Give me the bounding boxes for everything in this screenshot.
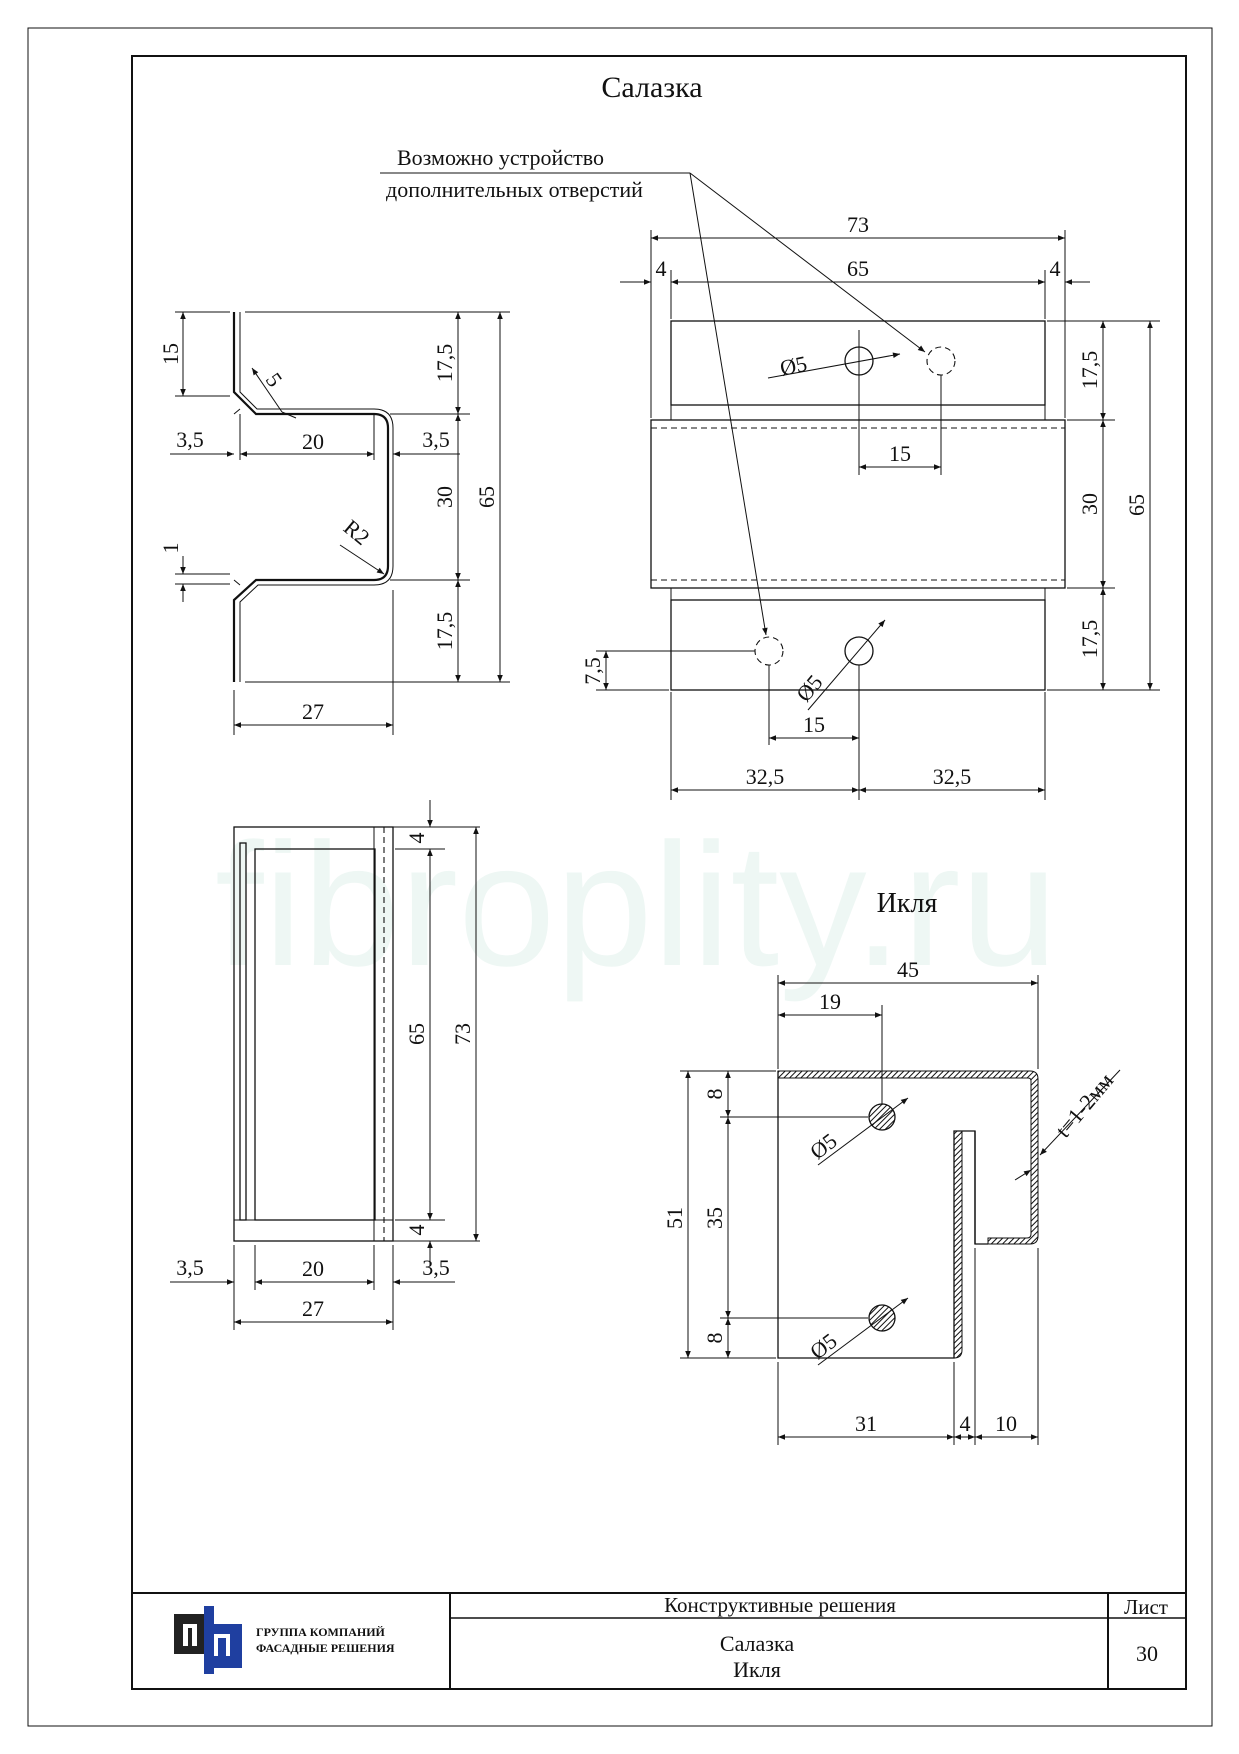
dim-iklya-8-top: 8 [702, 1089, 727, 1100]
inner-frame [131, 55, 1187, 1690]
sheet-number: 30 [1136, 1641, 1158, 1666]
dim-iklya-19: 19 [819, 989, 841, 1014]
dim-side-15: 15 [158, 343, 183, 365]
section-title: Конструктивные решения [664, 1593, 896, 1617]
dim-top-73: 73 [450, 1023, 475, 1045]
dim-side-3-5-left: 3,5 [176, 427, 204, 452]
dim-front-7-5: 7,5 [580, 657, 605, 685]
dim-top-65: 65 [404, 1023, 429, 1045]
dim-top-4-top: 4 [404, 833, 429, 844]
iklya-thickness [777, 1070, 1039, 1245]
dim-iklya-thickness: t=1-2мм [1050, 1068, 1118, 1142]
dim-top-3-5-right: 3,5 [422, 1255, 450, 1280]
dim-front-65-v: 65 [1124, 494, 1149, 516]
title-block: ГРУППА КОМПАНИЙ ФАСАДНЫЕ РЕШЕНИЯ Констру… [132, 1592, 1186, 1689]
dim-front-30: 30 [1077, 493, 1102, 515]
dim-iklya-31: 31 [855, 1411, 877, 1436]
iklya-hole-bottom [868, 1304, 896, 1332]
outer-frame [27, 27, 1213, 1727]
dim-front-4-right: 4 [1050, 256, 1061, 281]
watermark: fibroplity.ru [215, 808, 1058, 1003]
dim-iklya-8-bot: 8 [702, 1333, 727, 1344]
dim-side-r2: R2 [339, 514, 375, 550]
iklya-title: Икля [877, 888, 938, 919]
dim-front-65: 65 [847, 256, 869, 281]
dim-iklya-10: 10 [995, 1411, 1017, 1436]
dim-front-32-5-right: 32,5 [933, 764, 972, 789]
salazka-top-view: 4 65 73 4 3,5 20 3,5 27 [170, 800, 480, 1330]
dim-top-20: 20 [302, 1256, 324, 1281]
company-name-line1: ГРУППА КОМПАНИЙ [256, 1625, 386, 1639]
dim-iklya-45: 45 [897, 957, 919, 982]
dim-side-27: 27 [302, 699, 324, 724]
dim-iklya-d5-top: Ø5 [805, 1128, 842, 1164]
dim-side-3-5-right: 3,5 [422, 427, 450, 452]
iklya-slot-wall [953, 1130, 963, 1359]
dim-iklya-d5-bot: Ø5 [805, 1328, 842, 1364]
callout-line2: дополнительных отверстий [386, 177, 643, 202]
salazka-side-view: 15 5 3,5 20 3,5 R2 1 17,5 30 17,5 65 27 [158, 311, 510, 735]
hole-top-optional [926, 346, 956, 376]
callout-line1: Возможно устройство [397, 145, 604, 170]
dim-front-d5-bot: Ø5 [791, 670, 827, 707]
dim-front-15-top: 15 [889, 441, 911, 466]
dim-iklya-51: 51 [662, 1207, 687, 1229]
dim-side-20: 20 [302, 429, 324, 454]
dim-top-4-bot: 4 [404, 1225, 429, 1236]
dim-front-4-left: 4 [656, 256, 667, 281]
dim-front-17-5-top: 17,5 [1077, 351, 1102, 390]
page-title: Салазка [601, 71, 702, 104]
dim-side-65: 65 [474, 486, 499, 508]
dim-top-27: 27 [302, 1296, 324, 1321]
drawing-name-line1: Салазка [720, 1631, 794, 1656]
dim-iklya-35: 35 [702, 1207, 727, 1229]
dim-side-1: 1 [158, 543, 183, 554]
dim-front-17-5-bot: 17,5 [1077, 620, 1102, 659]
dim-front-15-bot: 15 [803, 712, 825, 737]
dim-front-d5-top: Ø5 [778, 351, 810, 381]
company-logo [174, 1606, 242, 1674]
dim-top-3-5-left: 3,5 [176, 1255, 204, 1280]
drawing-name-line2: Икля [733, 1657, 781, 1682]
dim-front-32-5-left: 32,5 [746, 764, 785, 789]
dim-side-30: 30 [432, 486, 457, 508]
sheet-label: Лист [1124, 1595, 1168, 1619]
company-name-line2: ФАСАДНЫЕ РЕШЕНИЯ [256, 1641, 395, 1655]
hole-bottom-optional [754, 636, 784, 666]
callout-additional-holes: Возможно устройство дополнительных отвер… [380, 145, 926, 636]
salazka-front-view: 73 4 65 4 Ø5 15 17,5 30 17,5 65 7,5 [580, 212, 1160, 800]
dim-front-73: 73 [847, 212, 869, 237]
dim-iklya-4: 4 [960, 1411, 971, 1436]
dim-side-17-5-top: 17,5 [432, 344, 457, 383]
dim-side-17-5-bot: 17,5 [432, 612, 457, 651]
dim-side-5: 5 [261, 368, 288, 391]
